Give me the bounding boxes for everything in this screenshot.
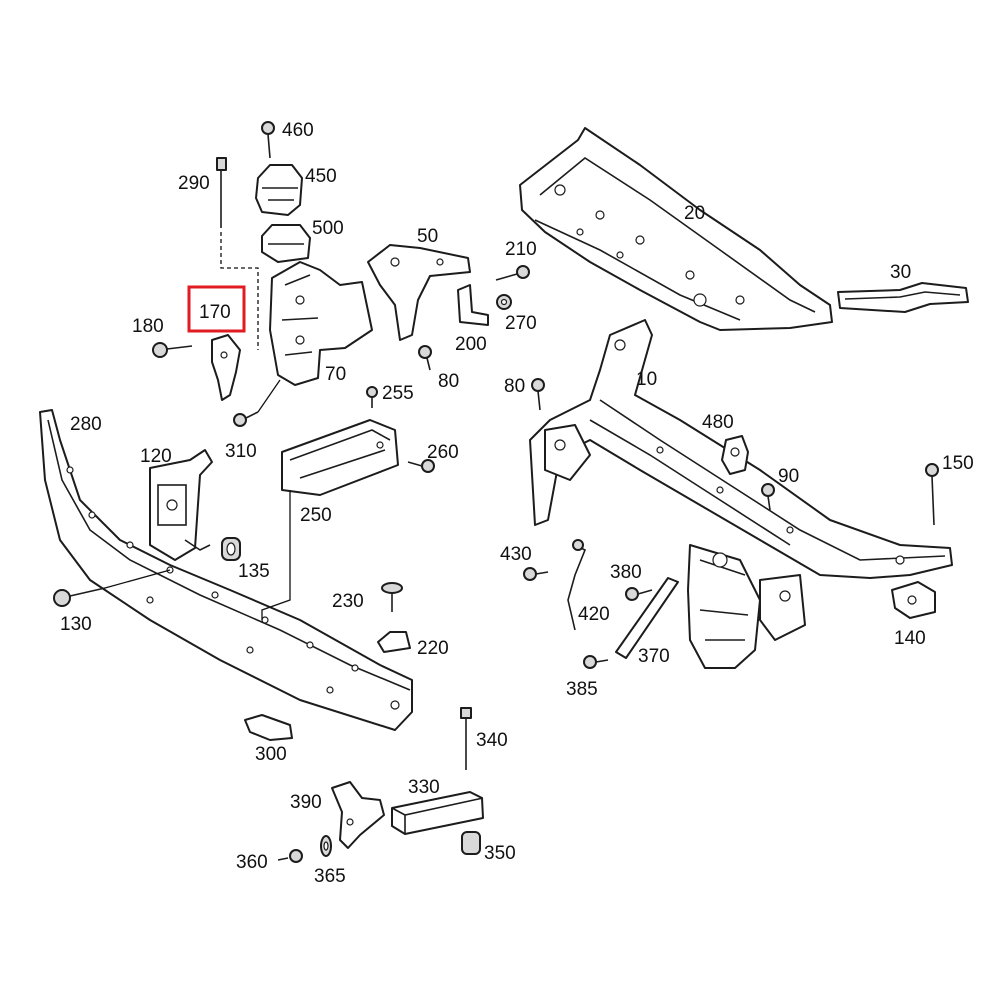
label-70: 70 — [325, 364, 346, 385]
part-280-bumper-beam — [39, 409, 413, 731]
label-30: 30 — [890, 262, 911, 283]
label-450: 450 — [305, 166, 337, 187]
label-500: 500 — [312, 218, 344, 239]
part-150-long-bolt — [925, 463, 939, 526]
part-140-mount — [891, 581, 936, 619]
label-480: 480 — [702, 412, 734, 433]
label-80-a: 80 — [438, 371, 459, 392]
label-370: 370 — [638, 646, 670, 667]
part-50-bracket — [367, 244, 471, 341]
part-380-bolt — [625, 587, 653, 601]
label-210: 210 — [505, 239, 537, 260]
part-310-bolt — [233, 411, 259, 427]
part-135-nut — [221, 537, 241, 561]
label-420: 420 — [578, 604, 610, 625]
label-255: 255 — [382, 383, 414, 404]
highlight-box-170 — [187, 285, 246, 333]
label-50: 50 — [417, 226, 438, 247]
part-170-bracket — [211, 334, 241, 401]
part-290-long-bolt — [216, 157, 227, 228]
part-420-cable — [567, 539, 587, 631]
label-270: 270 — [505, 313, 537, 334]
part-360-bolt — [277, 849, 303, 863]
part-340-long-bolt — [460, 707, 472, 770]
part-330-crash-box — [391, 791, 484, 835]
label-170: 170 — [199, 302, 231, 323]
part-20-upper-crossmember — [519, 127, 833, 331]
label-300: 300 — [255, 744, 287, 765]
part-450-housing — [255, 164, 303, 216]
label-430: 430 — [500, 544, 532, 565]
part-350-rubber-mount — [461, 831, 481, 855]
part-130-bolt — [53, 587, 106, 607]
label-135: 135 — [238, 561, 270, 582]
label-200: 200 — [455, 334, 487, 355]
part-460-bolt — [261, 121, 275, 159]
label-20: 20 — [684, 203, 705, 224]
label-350: 350 — [484, 843, 516, 864]
part-255-screw — [366, 386, 378, 408]
label-10: 10 — [636, 369, 657, 390]
part-10-front-carrier — [529, 319, 953, 669]
label-250: 250 — [300, 505, 332, 526]
label-80-b: 80 — [504, 376, 525, 397]
part-120-mounting-plate — [149, 449, 213, 561]
label-260: 260 — [427, 442, 459, 463]
label-385: 385 — [566, 679, 598, 700]
part-200-clip — [457, 284, 489, 326]
part-430-bolt — [523, 567, 549, 581]
label-330: 330 — [408, 777, 440, 798]
part-230-screw — [381, 582, 403, 612]
part-480-mount — [721, 435, 749, 475]
label-90: 90 — [778, 466, 799, 487]
part-80-bolt-a — [418, 345, 432, 371]
part-390-bracket — [331, 781, 385, 849]
part-180-bolt — [152, 342, 193, 358]
label-130: 130 — [60, 614, 92, 635]
part-220-clip — [377, 631, 411, 653]
label-290: 290 — [178, 173, 210, 194]
label-150: 150 — [942, 453, 974, 474]
label-365: 365 — [314, 866, 346, 887]
part-250-guide-plate — [281, 419, 399, 496]
part-270-nut — [496, 294, 512, 310]
label-230: 230 — [332, 591, 364, 612]
part-500-housing — [261, 224, 311, 263]
label-310: 310 — [225, 441, 257, 462]
part-370-strut — [615, 577, 679, 659]
label-140: 140 — [894, 628, 926, 649]
part-385-bolt — [583, 655, 609, 669]
label-280: 280 — [70, 414, 102, 435]
part-70-support-bracket — [269, 261, 373, 386]
part-300-plate — [244, 714, 293, 741]
label-120: 120 — [140, 446, 172, 467]
label-220: 220 — [417, 638, 449, 659]
label-390: 390 — [290, 792, 322, 813]
part-80-bolt-b — [531, 378, 545, 411]
label-180: 180 — [132, 316, 164, 337]
label-360: 360 — [236, 852, 268, 873]
part-210-bolt — [495, 265, 530, 281]
part-260-bolt — [407, 459, 435, 473]
label-380: 380 — [610, 562, 642, 583]
label-460: 460 — [282, 120, 314, 141]
part-365-washer — [320, 835, 332, 857]
label-340: 340 — [476, 730, 508, 751]
part-90-bolt — [761, 483, 775, 511]
part-30-bracket — [837, 282, 969, 313]
